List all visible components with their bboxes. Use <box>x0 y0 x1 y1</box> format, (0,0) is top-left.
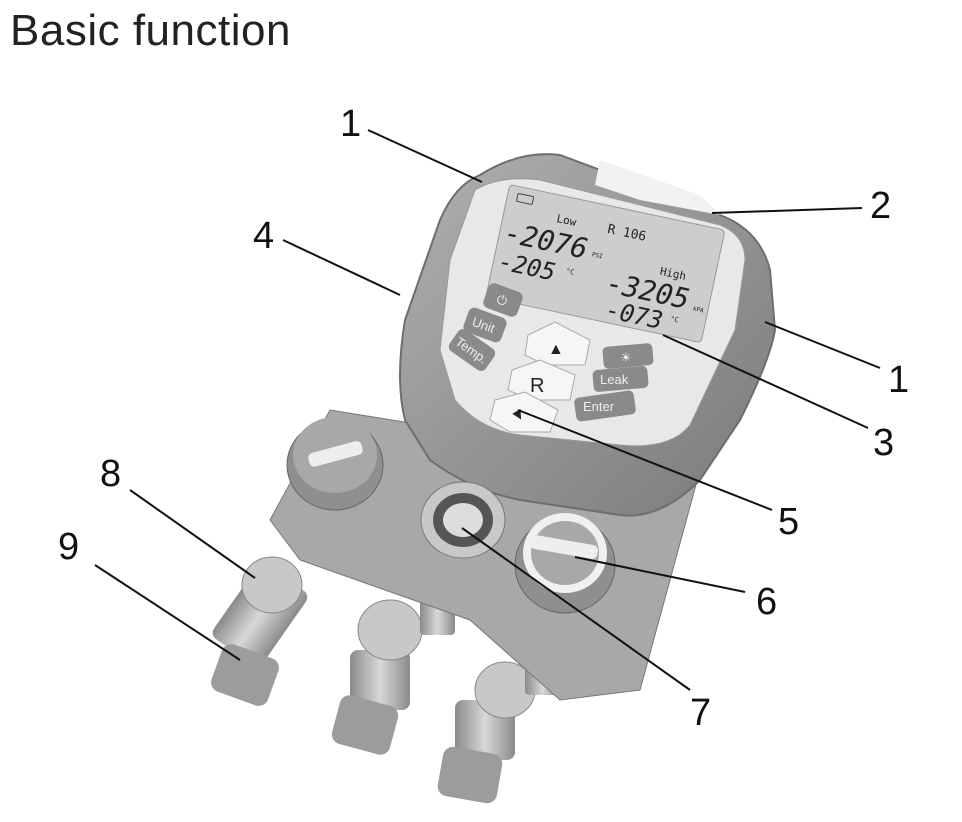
callout-6: 6 <box>756 581 777 623</box>
callout-9: 9 <box>58 526 79 568</box>
leak-label: Leak <box>600 372 629 387</box>
backlight-button[interactable]: ☀ <box>602 343 654 369</box>
lcd-low-temp-unit: °C <box>565 267 575 277</box>
low-side-knob[interactable] <box>286 417 384 511</box>
callout-5: 5 <box>778 501 799 543</box>
callout-4: 4 <box>253 215 274 257</box>
fitting-left <box>211 556 308 706</box>
fitting-middle <box>331 585 455 755</box>
callout-1-right: 1 <box>888 359 909 401</box>
up-arrow-icon: ▲ <box>548 341 564 358</box>
enter-label: Enter <box>583 399 615 414</box>
battery-icon <box>516 193 535 205</box>
high-side-knob-6[interactable] <box>514 513 616 614</box>
hanging-hook <box>595 160 720 215</box>
lcd-high-label: High <box>659 265 688 283</box>
down-arrow-icon: ▼ <box>508 404 530 427</box>
r-button[interactable]: R <box>507 359 576 401</box>
sight-glass-7 <box>420 481 506 559</box>
lcd-high-unit: kPA <box>692 305 704 314</box>
leak-button[interactable]: Leak <box>592 366 649 393</box>
callout-8: 8 <box>100 453 121 495</box>
power-button[interactable]: ⏻ <box>482 282 525 319</box>
page-title: Basic function <box>10 6 291 55</box>
lcd-low-unit: PSI <box>591 251 603 260</box>
leader-lines <box>94 129 881 691</box>
lcd-low-label: Low <box>555 212 578 229</box>
lcd-display: Low R 106 -2076 PSI High -3205 kPA -205 … <box>486 184 725 343</box>
callout-3: 3 <box>873 422 894 464</box>
up-button[interactable]: ▲ <box>524 321 591 366</box>
callout-7: 7 <box>690 692 711 734</box>
enter-button[interactable]: Enter <box>574 390 637 422</box>
lcd-high-temp-unit: °C <box>670 315 680 325</box>
callout-2: 2 <box>870 185 891 227</box>
r-label: R <box>530 375 544 397</box>
backlight-icon: ☀ <box>620 350 632 365</box>
power-icon: ⏻ <box>495 291 510 309</box>
callout-1-left: 1 <box>340 103 361 145</box>
cap-8 <box>241 556 303 614</box>
unit-button[interactable]: Unit <box>462 306 508 344</box>
